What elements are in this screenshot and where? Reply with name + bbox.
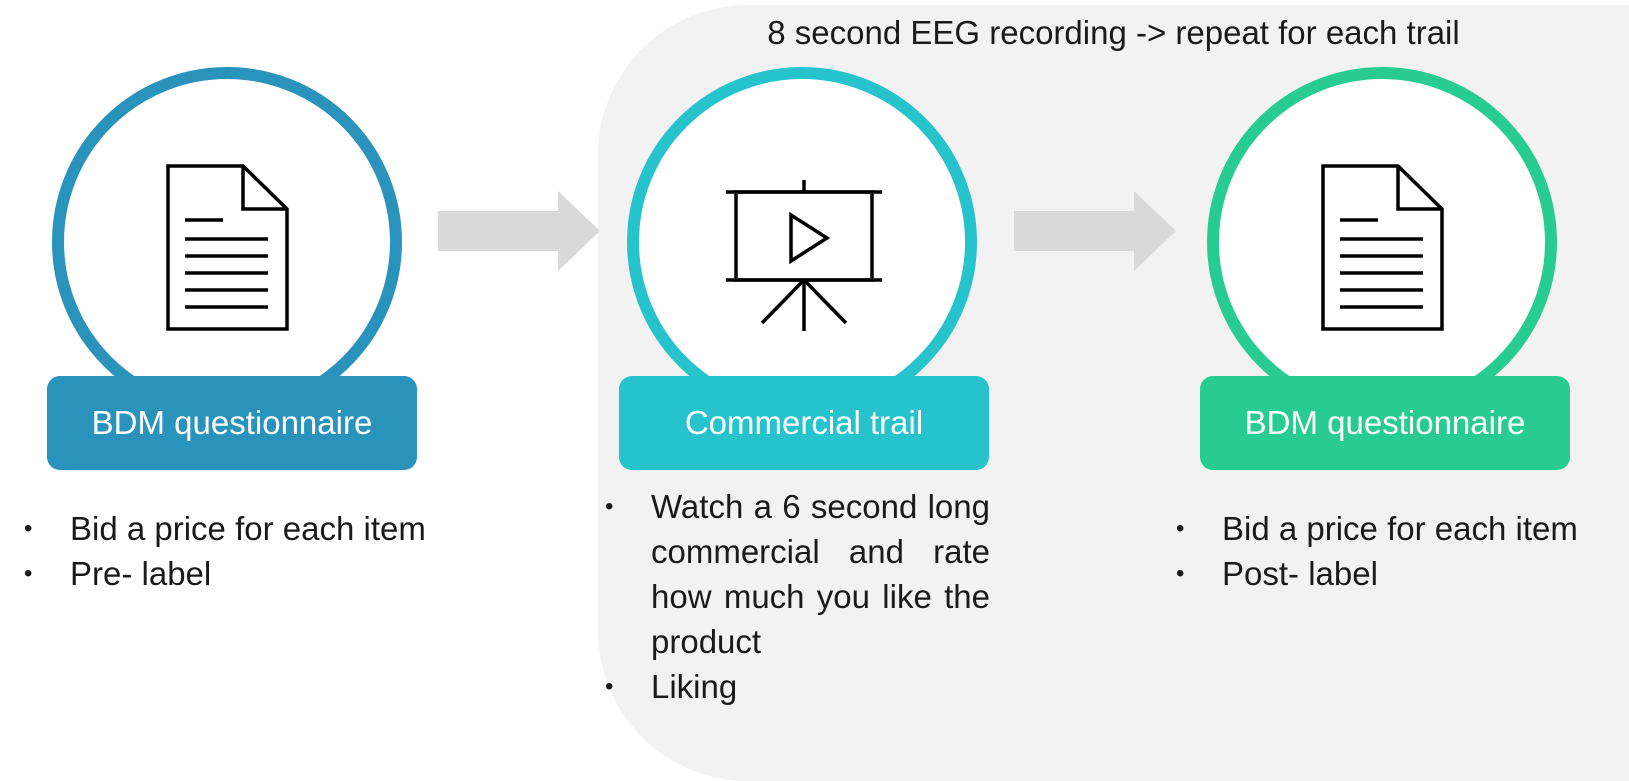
step-1-bullets: Bid a price for each item Pre- label [24, 506, 484, 596]
step-1-bullet-2: Pre- label [24, 551, 484, 596]
arrow-right-icon [1014, 191, 1176, 271]
step-1-bullet-1: Bid a price for each item [24, 506, 484, 551]
panel-title: 8 second EEG recording -> repeat for eac… [767, 14, 1460, 51]
step-2-bullet-2: Liking [605, 664, 990, 709]
step-2-bullets: Watch a 6 second long commercial and rat… [605, 484, 990, 709]
presentation-play-icon [726, 180, 882, 331]
step-2-bullet-1: Watch a 6 second long commercial and rat… [605, 484, 990, 664]
step-2-label: Commercial trail [619, 376, 989, 470]
step-1-label: BDM questionnaire [47, 376, 417, 470]
step-3-bullets: Bid a price for each item Post- label [1176, 506, 1616, 596]
document-icon [166, 164, 289, 331]
arrow-right-icon [438, 191, 600, 271]
step-3-bullet-1: Bid a price for each item [1176, 506, 1616, 551]
step-3-bullet-2: Post- label [1176, 551, 1616, 596]
step-3-label: BDM questionnaire [1200, 376, 1570, 470]
document-icon [1321, 164, 1444, 331]
